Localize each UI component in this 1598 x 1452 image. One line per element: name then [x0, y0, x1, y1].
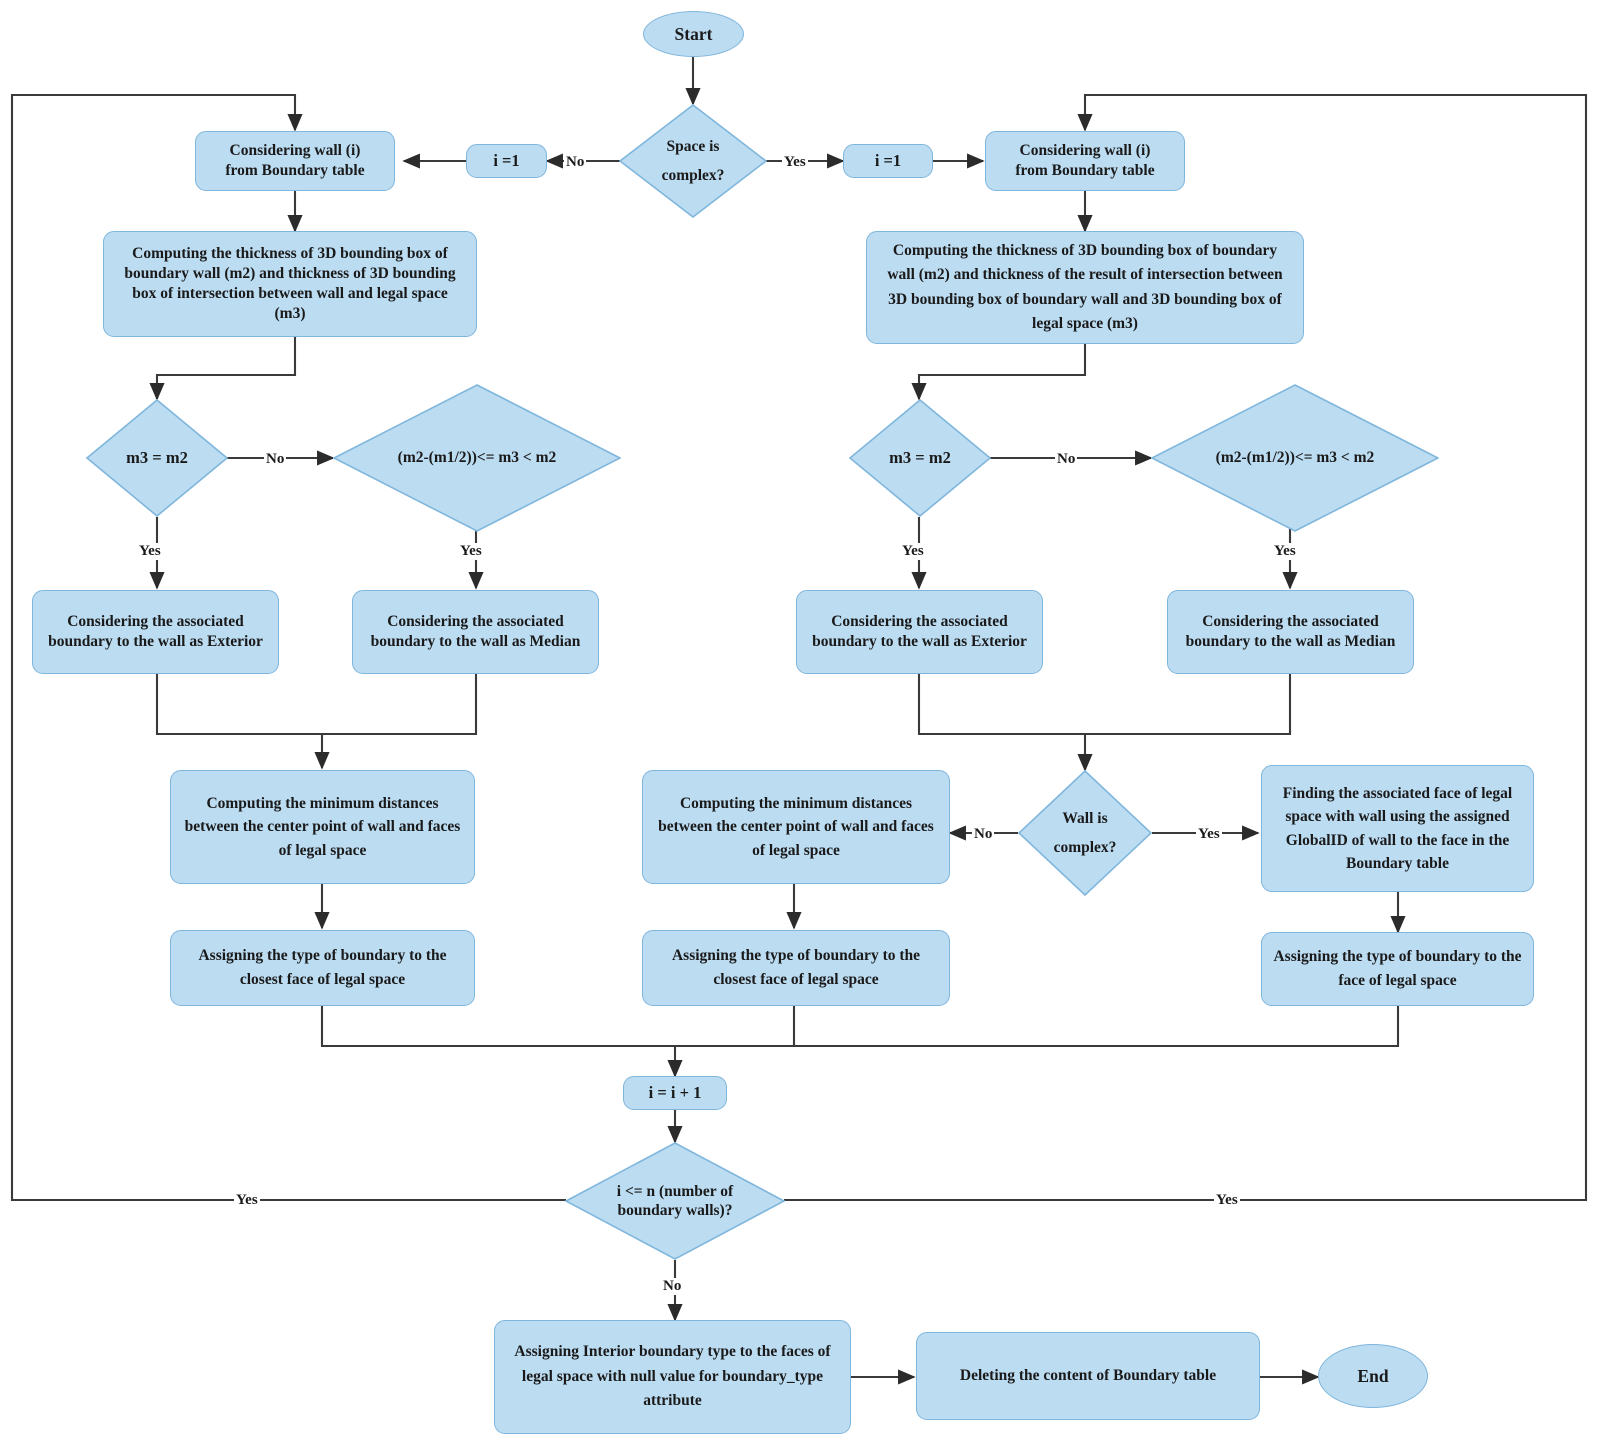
node-m3-eq-m2-right[interactable]: m3 = m2	[849, 399, 991, 517]
edge-label-loop-yes-left: Yes	[234, 1192, 260, 1209]
node-exterior-left-label: Considering the associated boundary to t…	[48, 613, 263, 650]
edge-label-m3-no-left: No	[264, 451, 287, 468]
node-start-label: Start	[674, 23, 713, 44]
node-median-right-label: Considering the associated boundary to t…	[1185, 613, 1396, 650]
node-computing-thickness-right-label: Computing the thickness of 3D bounding b…	[887, 242, 1283, 332]
node-wall-is-complex[interactable]: Wall is complex?	[1018, 770, 1152, 896]
considering-wall-right-line-2: from Boundary table	[1015, 162, 1155, 179]
considering-wall-right-line-1: Considering wall (i)	[1019, 142, 1151, 160]
diamond-shape	[849, 399, 991, 517]
considering-wall-left-line-1: Considering wall (i)	[229, 142, 361, 160]
edge-label-wall-yes: Yes	[1196, 826, 1222, 843]
node-computing-thickness-right[interactable]: Computing the thickness of 3D bounding b…	[866, 231, 1304, 344]
edge-label-wall-no: No	[972, 826, 995, 843]
node-finding-associated-face-label: Finding the associated face of legal spa…	[1282, 785, 1513, 872]
node-assign-closest-left-label: Assigning the type of boundary to the cl…	[198, 946, 447, 988]
node-min-distances-left-label: Computing the minimum distances between …	[184, 795, 461, 859]
diamond-shape	[619, 104, 767, 218]
node-considering-wall-left[interactable]: Considering wall (i) from Boundary table	[195, 131, 395, 191]
edge-label-m3-yes-left: Yes	[137, 543, 163, 560]
node-end[interactable]: End	[1318, 1344, 1428, 1408]
node-m3-eq-m2-left[interactable]: m3 = m2	[86, 399, 228, 517]
edge-label-space-yes: Yes	[782, 154, 808, 171]
node-start[interactable]: Start	[643, 11, 744, 57]
node-assign-face-right-label: Assigning the type of boundary to the fa…	[1273, 947, 1522, 989]
node-considering-wall-right[interactable]: Considering wall (i) from Boundary table	[985, 131, 1185, 191]
node-finding-associated-face[interactable]: Finding the associated face of legal spa…	[1261, 765, 1534, 892]
diamond-shape	[333, 384, 621, 532]
node-i-equals-1-right[interactable]: i =1	[843, 144, 933, 178]
node-range-check-right[interactable]: (m2-(m1/2))<= m3 < m2	[1151, 384, 1439, 532]
node-median-right[interactable]: Considering the associated boundary to t…	[1167, 590, 1414, 674]
node-assign-interior-label: Assigning Interior boundary type to the …	[514, 1342, 831, 1410]
edge-label-m3-yes-right: Yes	[900, 543, 926, 560]
considering-wall-left-line-2: from Boundary table	[225, 162, 365, 179]
node-min-distances-mid-label: Computing the minimum distances between …	[658, 795, 934, 859]
node-i-equals-1-right-label: i =1	[874, 151, 902, 171]
edge-label-range-yes-right: Yes	[1272, 543, 1298, 560]
node-range-check-left[interactable]: (m2-(m1/2))<= m3 < m2	[333, 384, 621, 532]
node-loop-check[interactable]: i <= n (number of boundary walls)?	[565, 1142, 785, 1260]
node-median-left-label: Considering the associated boundary to t…	[370, 613, 581, 650]
node-exterior-right[interactable]: Considering the associated boundary to t…	[796, 590, 1043, 674]
diamond-shape	[565, 1142, 785, 1260]
diamond-shape	[86, 399, 228, 517]
edge-label-m3-no-right: No	[1055, 451, 1078, 468]
edge-label-range-yes-left: Yes	[458, 543, 484, 560]
node-exterior-left[interactable]: Considering the associated boundary to t…	[32, 590, 279, 674]
node-computing-thickness-left[interactable]: Computing the thickness of 3D bounding b…	[103, 231, 477, 337]
node-assign-closest-mid-label: Assigning the type of boundary to the cl…	[671, 946, 921, 988]
node-assign-face-right[interactable]: Assigning the type of boundary to the fa…	[1261, 932, 1534, 1006]
node-delete-boundary-table-label: Deleting the content of Boundary table	[959, 1367, 1217, 1385]
diamond-shape	[1151, 384, 1439, 532]
node-delete-boundary-table[interactable]: Deleting the content of Boundary table	[916, 1332, 1260, 1420]
edge-label-space-no: No	[564, 154, 587, 171]
node-space-is-complex[interactable]: Space is complex?	[619, 104, 767, 218]
node-increment[interactable]: i = i + 1	[623, 1076, 727, 1110]
node-end-label: End	[1357, 1365, 1389, 1386]
edge-label-loop-no: No	[661, 1278, 684, 1295]
node-assign-closest-mid[interactable]: Assigning the type of boundary to the cl…	[642, 930, 950, 1006]
node-median-left[interactable]: Considering the associated boundary to t…	[352, 590, 599, 674]
node-i-equals-1-left[interactable]: i =1	[466, 144, 547, 178]
edge-label-loop-yes-right: Yes	[1214, 1192, 1240, 1209]
node-i-equals-1-left-label: i =1	[493, 151, 520, 171]
diamond-shape	[1018, 770, 1152, 896]
node-assign-closest-left[interactable]: Assigning the type of boundary to the cl…	[170, 930, 475, 1006]
node-assign-interior[interactable]: Assigning Interior boundary type to the …	[494, 1320, 851, 1434]
node-increment-label: i = i + 1	[648, 1083, 702, 1103]
node-computing-thickness-left-label: Computing the thickness of 3D bounding b…	[124, 245, 456, 322]
node-exterior-right-label: Considering the associated boundary to t…	[812, 613, 1027, 650]
node-min-distances-mid[interactable]: Computing the minimum distances between …	[642, 770, 950, 884]
node-min-distances-left[interactable]: Computing the minimum distances between …	[170, 770, 475, 884]
